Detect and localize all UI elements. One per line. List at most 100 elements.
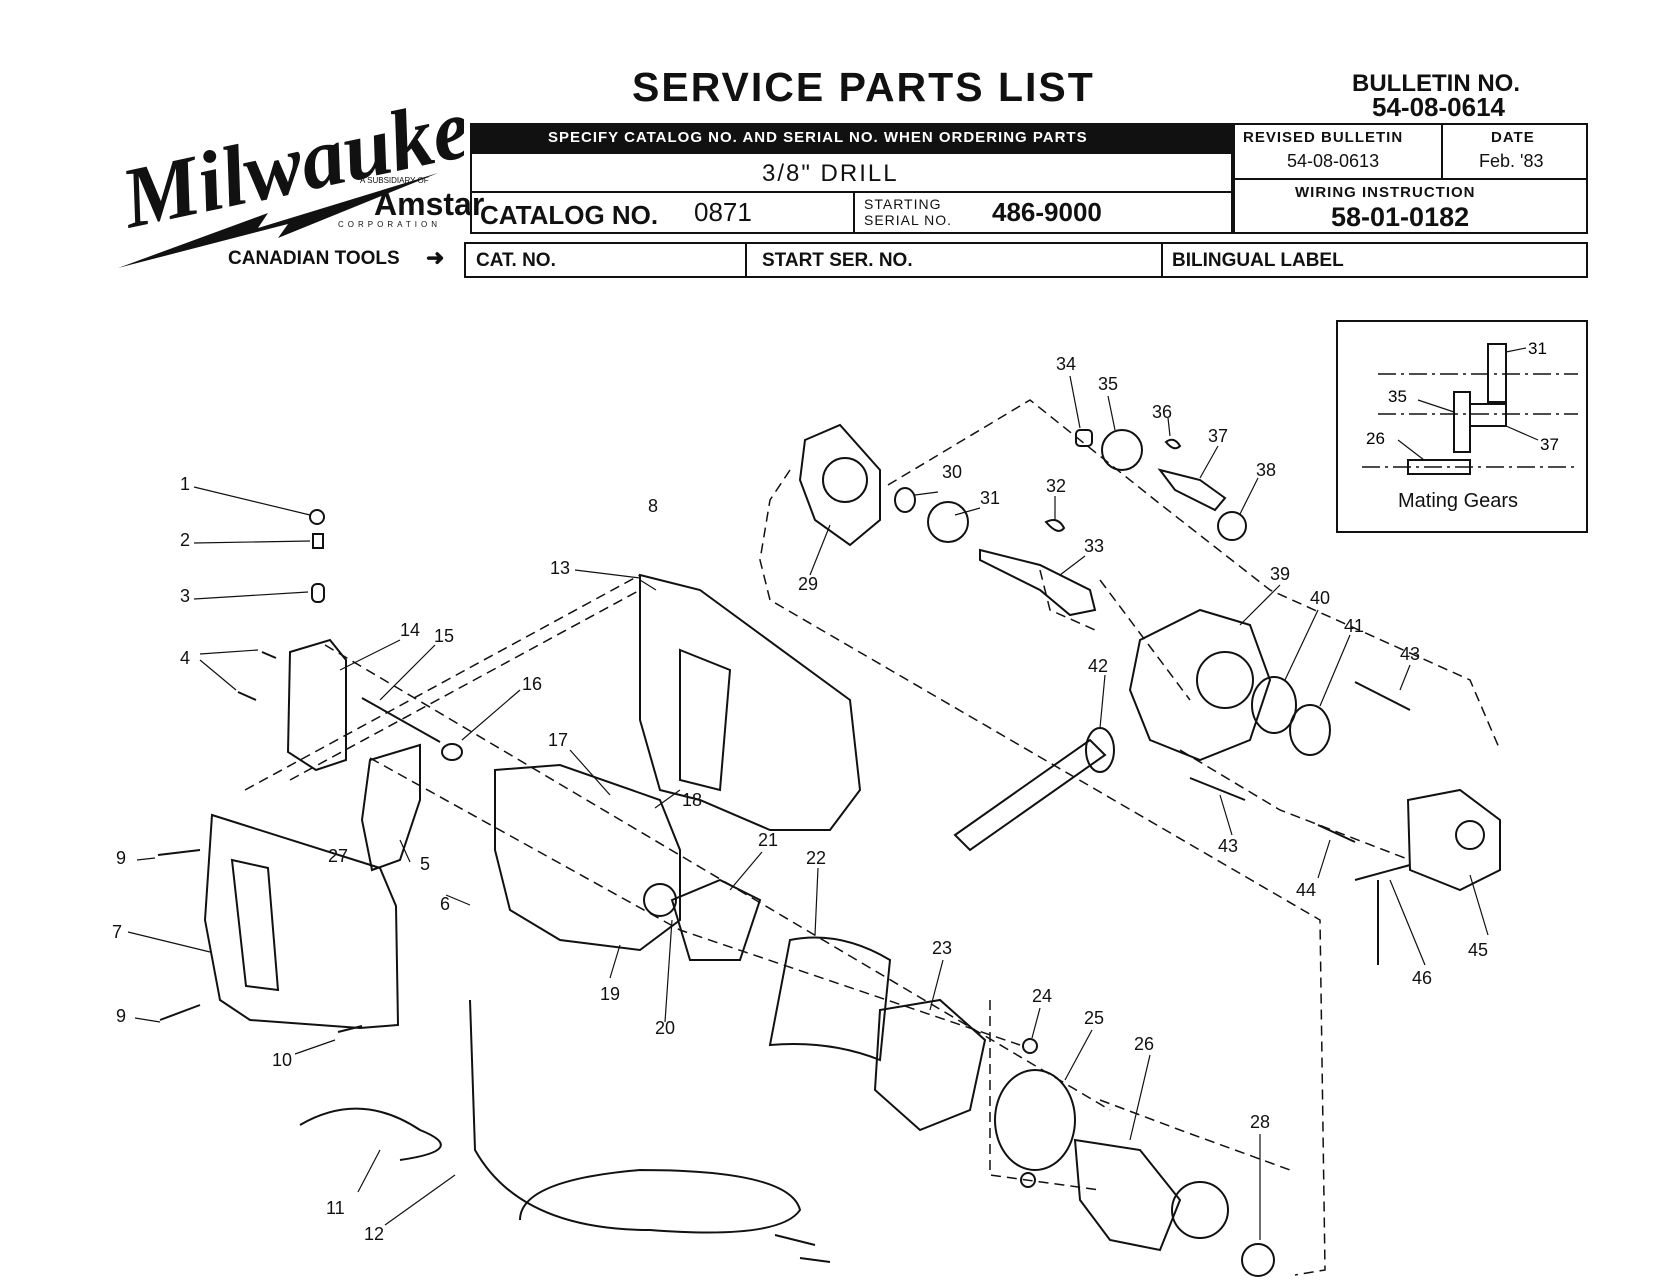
- callout-35: 35: [1098, 374, 1118, 394]
- inset-callout: 35: [1388, 387, 1407, 406]
- callout-10: 10: [272, 1050, 292, 1070]
- callout-37: 37: [1208, 426, 1228, 446]
- part-28-bearing: [1241, 1243, 1275, 1277]
- callout-38: 38: [1256, 460, 1276, 480]
- callout-40: 40: [1310, 588, 1330, 608]
- part-5-switch: [360, 743, 421, 872]
- callout-7: 7: [112, 922, 122, 942]
- wiring-label: WIRING INSTRUCTION: [1295, 184, 1476, 201]
- part-32-key: [1044, 519, 1066, 532]
- callout-42: 42: [1088, 656, 1108, 676]
- callout-5: 5: [420, 854, 430, 874]
- part-2-spring: [312, 533, 324, 549]
- part-43-screw: [1354, 681, 1411, 711]
- start-ser-label: START SER. NO.: [762, 250, 913, 271]
- part-41-retaining-ring: [1289, 704, 1331, 756]
- callout-44: 44: [1296, 880, 1316, 900]
- callout-14: 14: [400, 620, 420, 640]
- part-19-motor-housing: [494, 763, 681, 952]
- part-23-field: [873, 998, 987, 1132]
- inset-title: Mating Gears: [1398, 490, 1519, 512]
- callout-29: 29: [798, 574, 818, 594]
- gear-37-shape: [1469, 403, 1507, 427]
- mating-gears-inset: 31 35 37 26 Mating Gears: [1336, 320, 1588, 533]
- part-42-side-handle: [953, 738, 1107, 852]
- callout-19: 19: [600, 984, 620, 1004]
- callout-43: 43: [1400, 644, 1420, 664]
- callout-28: 28: [1250, 1112, 1270, 1132]
- callout-25: 25: [1084, 1008, 1104, 1028]
- assembly-guide-lines: [244, 399, 1501, 1276]
- divider: [1161, 244, 1163, 277]
- arrow-right-icon: ➜: [426, 245, 445, 270]
- callout-13: 13: [550, 558, 570, 578]
- part-34-bearing: [1075, 429, 1093, 447]
- leader-lines: [127, 375, 1489, 1240]
- callout-27: 27: [328, 846, 348, 866]
- part-callouts: 1 2 3 4 5 6 7 8 9 9 10 11 12 13 14 15 16…: [112, 354, 1488, 1244]
- part-30-bearing: [894, 487, 916, 513]
- callout-11: 11: [326, 1198, 345, 1218]
- catalog-row: CATALOG NO. 0871 STARTING SERIAL NO. 486…: [470, 191, 1233, 234]
- part-15-screw: [361, 697, 441, 743]
- part-29-gear-plate: [798, 423, 881, 547]
- part-12-cord: [469, 999, 802, 1234]
- part-40-bearing: [1251, 676, 1297, 734]
- part-26-armature: [1073, 1138, 1182, 1252]
- callout-9: 9: [116, 848, 126, 868]
- lightning-bolt-icon: [118, 173, 438, 268]
- part-7-handle-half: [203, 813, 400, 1030]
- callout-31: 31: [980, 488, 1000, 508]
- mating-gears-diagram: 31 35 37 26: [1362, 339, 1578, 475]
- callout-8: 8: [648, 496, 658, 516]
- bulletin-number: 54-08-0614: [1372, 92, 1505, 122]
- inset-callout: 37: [1540, 435, 1559, 454]
- callout-18: 18: [682, 790, 702, 810]
- part-31-gear: [927, 501, 969, 543]
- starting-label: STARTING: [864, 196, 942, 212]
- part-3-brush: [311, 583, 325, 603]
- revised-label: REVISED BULLETIN: [1243, 129, 1404, 146]
- callout-46: 46: [1412, 968, 1432, 988]
- callout-23: 23: [932, 938, 952, 958]
- part-13-handle-half: [639, 573, 862, 831]
- part-33-spindle: [979, 548, 1097, 617]
- callout-32: 32: [1046, 476, 1066, 496]
- serial-label: SERIAL NO.: [864, 212, 953, 228]
- bilingual-label: BILINGUAL LABEL: [1172, 250, 1344, 271]
- callout-9b: 9: [116, 1006, 126, 1026]
- inset-callout: 31: [1528, 339, 1547, 358]
- part-44-screw: [1317, 824, 1356, 843]
- gear-31-shape: [1487, 343, 1507, 403]
- part-25-baffle: [994, 1069, 1076, 1171]
- callout-45: 45: [1468, 940, 1488, 960]
- part-35-gear: [1101, 429, 1143, 471]
- amstar-corporation: CORPORATION: [338, 220, 441, 229]
- cat-no-label: CAT. NO.: [476, 250, 556, 271]
- part-46-chuck-key: [1354, 864, 1411, 965]
- product-name: 3/8" DRILL: [762, 160, 899, 187]
- order-notice-bar: SPECIFY CATALOG NO. AND SERIAL NO. WHEN …: [470, 123, 1233, 154]
- callout-15: 15: [434, 626, 454, 646]
- callout-1: 1: [180, 474, 190, 494]
- callout-2: 2: [180, 530, 190, 550]
- callout-39: 39: [1270, 564, 1290, 584]
- callout-17: 17: [548, 730, 568, 750]
- part-22-field-shell: [768, 936, 892, 1062]
- part-14-brush-holder: [286, 638, 347, 772]
- part-11-cord-set: [299, 1107, 442, 1161]
- callout-34: 34: [1056, 354, 1076, 374]
- part-21-bearing-retainer: [670, 878, 762, 961]
- serial-number: 486-9000: [992, 197, 1102, 227]
- page-title: SERVICE PARTS LIST: [632, 64, 1095, 110]
- part-38-bearing: [1217, 511, 1247, 541]
- subsidiary-text: A SUBSIDIARY OF: [360, 176, 429, 185]
- callout-3: 3: [180, 586, 190, 606]
- part-24-nut: [1022, 1038, 1038, 1054]
- callout-20: 20: [655, 1018, 675, 1038]
- date-label: DATE: [1491, 129, 1535, 146]
- amstar-name: Amstar: [374, 186, 485, 222]
- milwaukee-logo: Milwaukee: [111, 78, 464, 268]
- callout-30: 30: [942, 462, 962, 482]
